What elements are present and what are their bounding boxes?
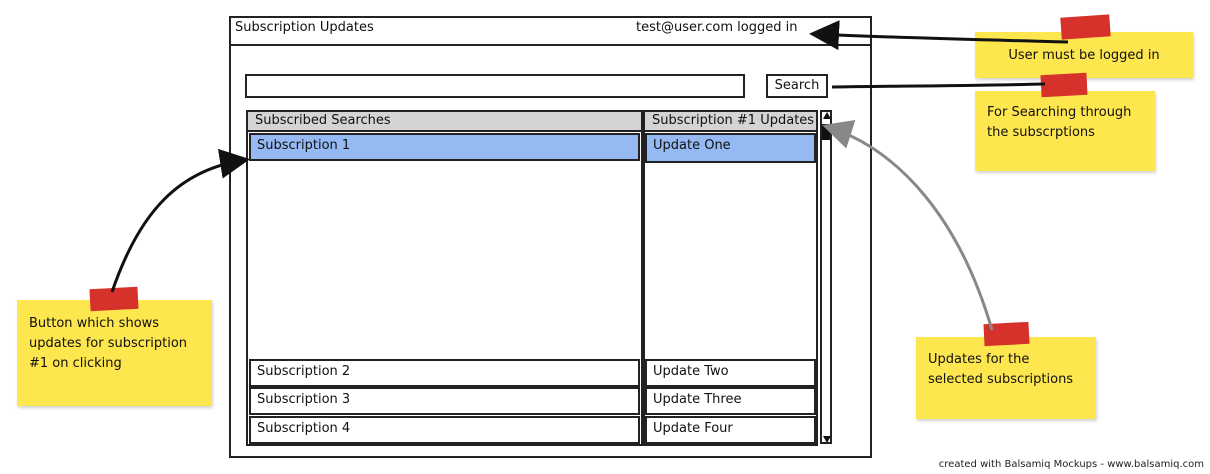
footer-credit: created with Balsamiq Mockups - www.bals…: [938, 459, 1204, 470]
search-input[interactable]: [245, 74, 745, 98]
update-row-4[interactable]: Update Four: [645, 416, 816, 444]
update-row-1[interactable]: Update One: [645, 133, 816, 163]
updates-header: Subscription #1 Updates: [643, 110, 818, 132]
title-bar: [229, 16, 872, 46]
arrow-to-updates: [822, 120, 994, 331]
arrow-to-search: [831, 82, 1046, 89]
note-search: For Searching through the subscrptions: [975, 91, 1155, 171]
note-button: Button which shows updates for subscript…: [17, 300, 212, 406]
subscriptions-header: Subscribed Searches: [246, 110, 643, 132]
scrollbar[interactable]: [820, 110, 832, 444]
note-button-text: Button which shows updates for subscript…: [29, 316, 188, 371]
subscription-row-3[interactable]: Subscription 3: [249, 387, 640, 415]
window-title: Subscription Updates: [235, 20, 374, 35]
note-updates-text: Updates for the selected subscriptions: [928, 352, 1074, 387]
search-button[interactable]: Search: [766, 74, 828, 98]
arrow-to-login: [809, 20, 1069, 51]
update-row-3[interactable]: Update Three: [645, 387, 816, 415]
scroll-up-icon[interactable]: [823, 112, 831, 119]
update-row-2[interactable]: Update Two: [645, 359, 816, 387]
login-status: test@user.com logged in: [636, 20, 798, 35]
scroll-down-icon[interactable]: [823, 436, 831, 443]
subscription-row-1[interactable]: Subscription 1: [249, 133, 640, 161]
arrow-to-subscription: [110, 148, 250, 293]
subscription-row-4[interactable]: Subscription 4: [249, 416, 640, 444]
note-updates: Updates for the selected subscriptions: [916, 337, 1096, 419]
subscription-row-2[interactable]: Subscription 2: [249, 359, 640, 387]
note-login-text: User must be logged in: [1008, 48, 1160, 63]
note-search-text: For Searching through the subscrptions: [987, 105, 1132, 140]
